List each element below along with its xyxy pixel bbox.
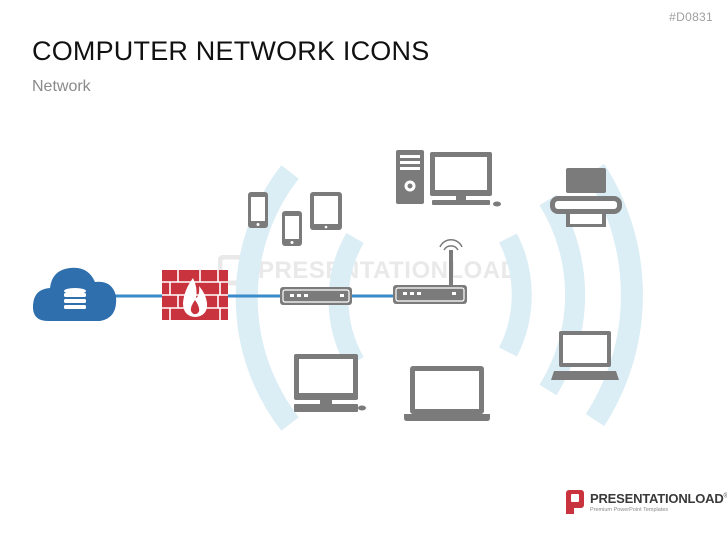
- monitor-icon: [430, 152, 501, 207]
- cloud-database-icon: [32, 267, 117, 321]
- brand-registered: ®: [723, 493, 727, 500]
- wireless-router-icon: [393, 239, 467, 304]
- firewall-icon: [162, 270, 228, 320]
- wave-right-middle: [539, 194, 586, 396]
- printer-icon: [550, 168, 622, 227]
- slide-code: #D0831: [669, 10, 713, 24]
- brand-name-part1: PRESENTATION: [590, 491, 688, 506]
- network-switch-icon: [280, 287, 352, 305]
- smartphone-icon: [248, 192, 268, 228]
- page-title: COMPUTER NETWORK ICONS: [32, 36, 430, 66]
- phone-icon: [282, 211, 302, 246]
- desktop-computer-icon: [294, 354, 366, 412]
- tablet-icon: [310, 192, 342, 230]
- page-subtitle: Network: [32, 78, 91, 95]
- desktop-tower-icon: [396, 150, 424, 204]
- laptop-center-icon: [404, 366, 490, 421]
- brand-name: PRESENTATIONLOAD®: [590, 491, 727, 506]
- laptop-right-icon: [551, 331, 619, 380]
- wave-right-inner: [498, 233, 532, 357]
- watermark-text: PRESENTATIONLOAD: [258, 257, 519, 284]
- brand-name-part2: LOAD: [687, 491, 724, 506]
- wave-left-outer: [235, 165, 299, 431]
- brand-logo-icon: [566, 490, 584, 514]
- brand-tagline: Premium PowerPoint Templates: [590, 507, 669, 513]
